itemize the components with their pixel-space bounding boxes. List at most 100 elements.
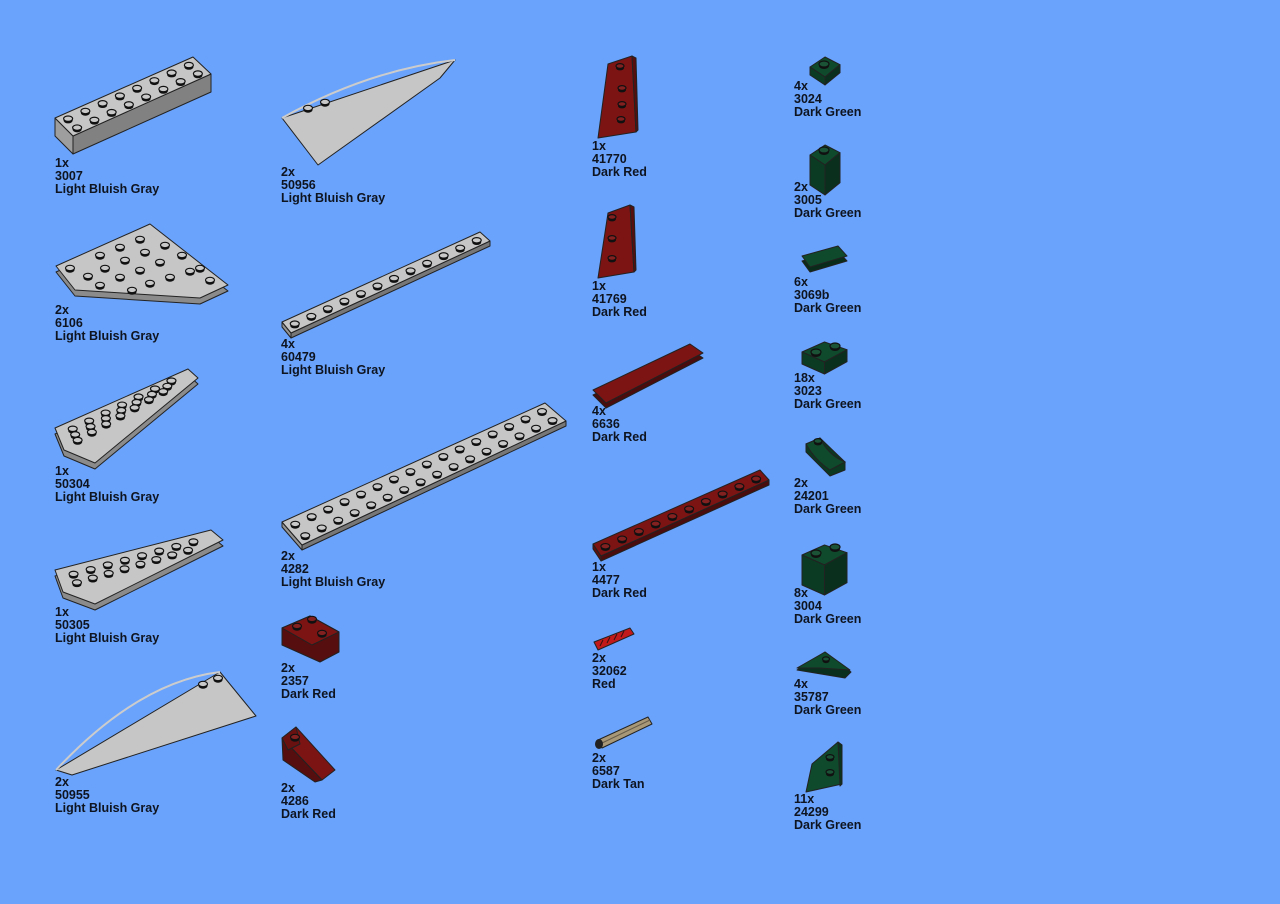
part-color: Red xyxy=(592,677,616,691)
part-color: Dark Green xyxy=(794,818,862,832)
part-id: 3069b xyxy=(794,288,830,302)
part-id: 24201 xyxy=(794,489,829,503)
part-id: 35787 xyxy=(794,690,829,704)
part-id: 3023 xyxy=(794,384,822,398)
part-color: Dark Green xyxy=(794,703,862,717)
part-qty: 11x xyxy=(794,792,815,806)
part-color: Light Bluish Gray xyxy=(55,801,160,815)
part-illustration-6106 xyxy=(55,223,229,305)
part-illustration-3024 xyxy=(809,56,841,86)
part-illustration-41770 xyxy=(597,55,639,139)
part-qty: 1x xyxy=(592,560,606,574)
part-color: Dark Red xyxy=(592,586,647,600)
part-color: Dark Red xyxy=(592,305,647,319)
part-id: 50304 xyxy=(55,477,90,491)
part-illustration-24299 xyxy=(805,741,843,793)
part-color: Dark Green xyxy=(794,206,862,220)
part-illustration-50304 xyxy=(54,368,199,470)
part-qty: 18x xyxy=(794,371,815,385)
part-color: Dark Red xyxy=(592,430,647,444)
part-id: 4477 xyxy=(592,573,620,587)
part-id: 4282 xyxy=(281,562,309,576)
part-id: 6106 xyxy=(55,316,83,330)
part-id: 2357 xyxy=(281,674,309,688)
part-color: Dark Green xyxy=(794,301,862,315)
part-id: 50305 xyxy=(55,618,90,632)
part-qty: 1x xyxy=(592,279,606,293)
part-id: 4286 xyxy=(281,794,309,808)
part-illustration-3005 xyxy=(809,144,841,196)
part-color: Light Bluish Gray xyxy=(281,191,386,205)
part-qty: 4x xyxy=(281,337,295,351)
part-color: Dark Green xyxy=(794,397,862,411)
part-qty: 2x xyxy=(794,476,808,490)
part-qty: 2x xyxy=(281,549,295,563)
part-id: 3004 xyxy=(794,599,822,613)
part-illustration-4286 xyxy=(281,726,336,783)
part-illustration-3023 xyxy=(801,341,848,375)
part-qty: 1x xyxy=(592,139,606,153)
part-id: 41769 xyxy=(592,292,627,306)
part-color: Light Bluish Gray xyxy=(55,329,160,343)
part-color: Light Bluish Gray xyxy=(281,575,386,589)
part-qty: 8x xyxy=(794,586,808,600)
part-illustration-24201 xyxy=(805,437,847,477)
part-illustration-35787 xyxy=(796,651,852,679)
part-id: 3007 xyxy=(55,169,83,183)
part-qty: 2x xyxy=(592,751,606,765)
part-qty: 2x xyxy=(55,775,69,789)
part-color: Dark Red xyxy=(281,687,336,701)
part-color: Light Bluish Gray xyxy=(55,490,160,504)
part-id: 3005 xyxy=(794,193,822,207)
part-illustration-3007 xyxy=(54,56,212,155)
part-id: 6587 xyxy=(592,764,620,778)
part-qty: 2x xyxy=(794,180,808,194)
part-color: Light Bluish Gray xyxy=(55,182,160,196)
part-qty: 2x xyxy=(55,303,69,317)
part-color: Dark Red xyxy=(592,165,647,179)
part-qty: 4x xyxy=(794,79,808,93)
part-id: 6636 xyxy=(592,417,620,431)
part-qty: 1x xyxy=(55,464,69,478)
part-illustration-6636 xyxy=(592,343,704,409)
part-qty: 2x xyxy=(592,651,606,665)
part-illustration-50956 xyxy=(281,59,456,166)
part-id: 41770 xyxy=(592,152,627,166)
part-illustration-4282 xyxy=(281,402,567,551)
part-id: 60479 xyxy=(281,350,316,364)
part-qty: 2x xyxy=(281,165,295,179)
part-illustration-32062 xyxy=(593,627,635,651)
part-color: Light Bluish Gray xyxy=(55,631,160,645)
part-qty: 2x xyxy=(281,661,295,675)
part-illustration-3069b xyxy=(801,245,848,273)
part-color: Dark Green xyxy=(794,105,862,119)
part-illustration-50955 xyxy=(55,671,257,776)
part-id: 32062 xyxy=(592,664,627,678)
part-qty: 6x xyxy=(794,275,808,289)
part-qty: 4x xyxy=(592,404,606,418)
part-illustration-41769 xyxy=(597,204,637,279)
part-illustration-6587 xyxy=(595,716,653,749)
